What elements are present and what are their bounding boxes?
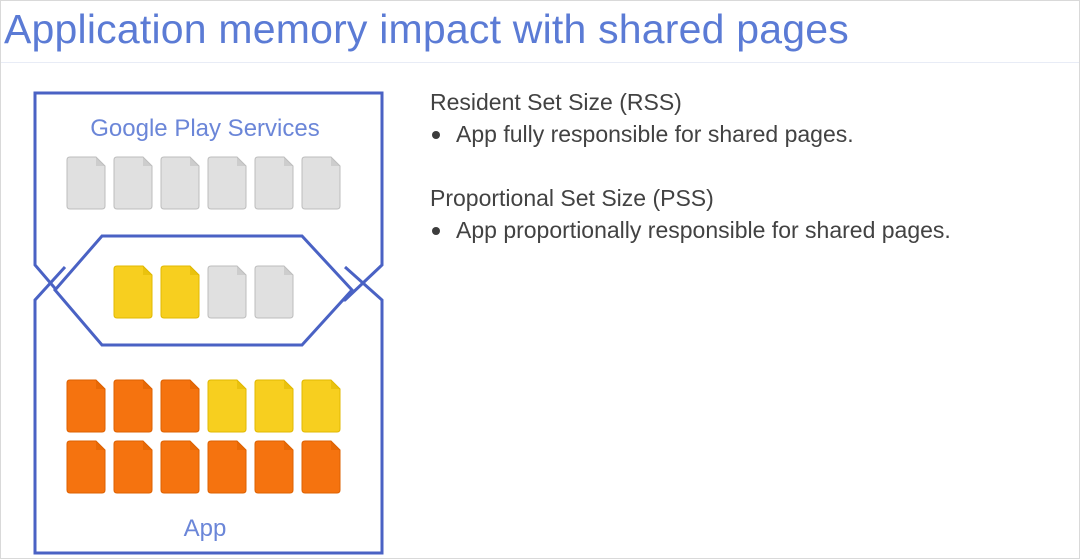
pss-definition: Proportional Set Size (PSS) App proporti… [430, 184, 1075, 246]
orange-memory-page-icon [113, 379, 153, 433]
gray-memory-page-icon [207, 156, 247, 210]
page-body [207, 379, 247, 433]
yellow-memory-page-icon [301, 379, 341, 433]
bullet-icon [432, 130, 440, 139]
page-fold [190, 266, 199, 275]
gray-memory-page-icon [207, 265, 247, 319]
pss-heading: Proportional Set Size (PSS) [430, 184, 714, 211]
page-body [207, 440, 247, 494]
memory-pages [66, 156, 341, 494]
page-body [66, 379, 106, 433]
slide-title: Application memory impact with shared pa… [4, 6, 849, 52]
orange-memory-page-icon [254, 440, 294, 494]
rss-bullet: App fully responsible for shared pages. [430, 120, 1075, 150]
page-fold [237, 380, 246, 389]
page-fold [96, 157, 105, 166]
page-fold [143, 157, 152, 166]
page-body [160, 379, 200, 433]
page-body [254, 156, 294, 210]
orange-memory-page-icon [66, 379, 106, 433]
page-fold [284, 266, 293, 275]
orange-memory-page-icon [160, 379, 200, 433]
orange-memory-page-icon [301, 440, 341, 494]
yellow-memory-page-icon [254, 379, 294, 433]
page-body [301, 156, 341, 210]
page-fold [284, 157, 293, 166]
page-body [301, 379, 341, 433]
orange-memory-page-icon [113, 440, 153, 494]
rss-heading: Resident Set Size (RSS) [430, 89, 682, 115]
page-fold [237, 266, 246, 275]
gray-memory-page-icon [254, 265, 294, 319]
page-fold [237, 441, 246, 450]
page-body [301, 440, 341, 494]
page-fold [331, 441, 340, 450]
page-fold [331, 157, 340, 166]
page-body [113, 379, 153, 433]
bullet-icon [432, 226, 440, 235]
page-fold [237, 157, 246, 166]
app-label: App [184, 515, 227, 542]
yellow-memory-page-icon [113, 265, 153, 319]
orange-memory-page-icon [160, 440, 200, 494]
page-body [254, 440, 294, 494]
gray-memory-page-icon [66, 156, 106, 210]
gray-memory-page-icon [160, 156, 200, 210]
page-fold [143, 380, 152, 389]
page-body [254, 379, 294, 433]
orange-memory-page-icon [66, 440, 106, 494]
yellow-memory-page-icon [160, 265, 200, 319]
page-body [160, 440, 200, 494]
page-body [113, 440, 153, 494]
gray-memory-page-icon [113, 156, 153, 210]
title-divider [0, 62, 1080, 63]
shared-pages-region [53, 234, 355, 347]
page-fold [190, 380, 199, 389]
page-fold [143, 441, 152, 450]
page-body [160, 265, 200, 319]
page-fold [331, 380, 340, 389]
rss-bullet-text: App fully responsible for shared pages. [456, 120, 854, 147]
pss-bullet: App proportionally responsible for share… [430, 216, 1075, 246]
page-body [160, 156, 200, 210]
orange-memory-page-icon [207, 440, 247, 494]
page-fold [284, 380, 293, 389]
definitions-panel: Resident Set Size (RSS) App fully respon… [430, 88, 1075, 246]
app-region [33, 265, 384, 555]
page-fold [96, 441, 105, 450]
google-play-services-label: Google Play Services [90, 115, 319, 142]
page-fold [190, 157, 199, 166]
pss-bullet-text: App proportionally responsible for share… [456, 216, 951, 243]
page-body [66, 440, 106, 494]
page-fold [143, 266, 152, 275]
page-body [207, 265, 247, 319]
yellow-memory-page-icon [207, 379, 247, 433]
page-fold [96, 380, 105, 389]
gray-memory-page-icon [254, 156, 294, 210]
rss-definition: Resident Set Size (RSS) App fully respon… [430, 88, 1075, 150]
page-body [113, 156, 153, 210]
page-fold [284, 441, 293, 450]
google-play-services-region [33, 91, 384, 302]
page-body [113, 265, 153, 319]
page-body [66, 156, 106, 210]
gray-memory-page-icon [301, 156, 341, 210]
page-fold [190, 441, 199, 450]
page-body [207, 156, 247, 210]
page-body [254, 265, 294, 319]
shared-memory-diagram: Google Play Services App [33, 91, 384, 555]
